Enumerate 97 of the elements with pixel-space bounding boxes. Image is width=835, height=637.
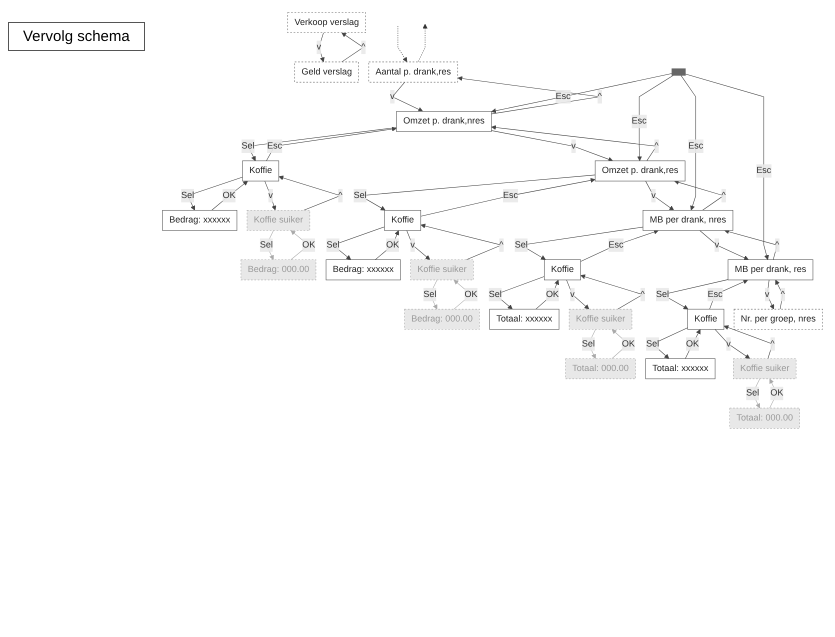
arrow	[318, 32, 325, 62]
key-label: OK	[464, 288, 478, 302]
key-label: ^	[640, 288, 645, 302]
key-label: Sel	[646, 337, 660, 351]
arrow	[264, 180, 276, 210]
key-label: ^	[499, 238, 504, 252]
arrow	[700, 230, 749, 260]
arrow	[418, 24, 428, 62]
key-label: v	[651, 188, 656, 202]
key-label: OK	[386, 238, 400, 252]
menu-box: Bedrag: xxxxxx	[162, 210, 238, 231]
key-label: Esc	[556, 90, 571, 104]
menu-box: Koffie	[242, 160, 280, 182]
key-label: Esc	[688, 139, 704, 153]
menu-box: Omzet p. drank,res	[594, 160, 686, 182]
key-label: OK	[302, 238, 316, 252]
key-label: Esc	[708, 288, 723, 302]
key-label: OK	[546, 288, 559, 302]
menu-box: Verkoop verslag	[287, 12, 366, 33]
arrow	[406, 230, 430, 260]
key-label: Sel	[423, 288, 436, 302]
menu-box: Totaal: 000.00	[729, 408, 800, 429]
key-label: ^	[775, 238, 780, 252]
bus-bar	[672, 68, 686, 76]
key-label: Sel	[354, 188, 367, 202]
key-label: ^	[654, 139, 659, 153]
title: Vervolg schema	[8, 22, 145, 51]
arrow	[398, 26, 408, 62]
arrow	[566, 280, 590, 310]
key-label: ^	[361, 40, 366, 54]
key-label: ^	[770, 337, 775, 351]
menu-box: Bedrag: 000.00	[404, 308, 480, 330]
arrow	[766, 280, 774, 310]
key-label: Sel	[488, 288, 502, 302]
key-label: v	[714, 238, 720, 252]
arrow	[420, 178, 596, 216]
key-label: v	[570, 288, 575, 302]
key-label: v	[268, 188, 273, 202]
key-label: Sel	[260, 238, 273, 252]
key-label: ^	[338, 188, 342, 202]
arrow	[491, 130, 614, 162]
menu-box: Aantal p. drank,res	[368, 62, 458, 82]
menu-box: Koffie	[544, 259, 581, 280]
menu-box: MB per drank, res	[728, 259, 814, 280]
arrow	[491, 73, 672, 114]
arrow	[714, 329, 750, 359]
menu-box: Bedrag: 000.00	[240, 259, 316, 280]
key-label: ^	[598, 90, 602, 104]
key-label: ^	[721, 188, 726, 202]
arrow	[724, 325, 773, 359]
key-label: v	[390, 90, 395, 104]
menu-box: Bedrag: xxxxxx	[326, 259, 401, 280]
menu-box: Koffie suiker	[733, 358, 796, 380]
menu-box: Koffie	[687, 308, 724, 330]
arrow	[341, 32, 364, 62]
arrow	[775, 280, 784, 310]
key-label: v	[571, 139, 576, 153]
key-label: Sel	[181, 188, 194, 202]
key-label: Sel	[656, 288, 669, 302]
menu-box: Koffie suiker	[568, 308, 632, 330]
arrow	[580, 274, 644, 310]
key-label: Sel	[582, 337, 595, 351]
menu-box: Totaal: xxxxxx	[489, 308, 560, 330]
menu-box: Koffie suiker	[246, 210, 310, 231]
key-label: Sel	[242, 139, 255, 153]
key-label: Esc	[608, 238, 624, 252]
key-label: Sel	[746, 386, 760, 400]
key-label: OK	[222, 188, 236, 202]
key-label: OK	[770, 386, 784, 400]
arrow	[724, 229, 778, 260]
key-label: Sel	[514, 238, 528, 252]
key-label: Esc	[503, 188, 518, 202]
menu-box: Geld verslag	[294, 62, 359, 82]
arrow	[645, 180, 674, 210]
menu-box: Koffie suiker	[410, 259, 474, 280]
arrow	[491, 125, 657, 162]
menu-box: Nr. per groep, nres	[734, 308, 823, 330]
key-label: v	[726, 337, 731, 351]
key-label: v	[764, 288, 770, 302]
arrow	[680, 75, 696, 210]
key-label: Esc	[267, 139, 282, 153]
key-label: Esc	[632, 114, 647, 128]
menu-box: Totaal: xxxxxx	[645, 358, 716, 380]
menu-box: Totaal: 000.00	[565, 358, 636, 380]
arrow	[685, 74, 769, 260]
menu-box: Koffie	[384, 210, 422, 231]
key-label: OK	[622, 337, 635, 351]
arrow	[458, 76, 600, 114]
key-label: Sel	[326, 238, 340, 252]
key-label: v	[410, 238, 415, 252]
key-label: ^	[780, 288, 785, 302]
arrow	[637, 75, 674, 162]
key-label: v	[316, 40, 322, 54]
menu-box: MB per drank, nres	[642, 210, 734, 231]
key-label: OK	[686, 337, 699, 351]
menu-box: Omzet p. drank,nres	[396, 111, 492, 132]
key-label: Esc	[756, 164, 772, 178]
